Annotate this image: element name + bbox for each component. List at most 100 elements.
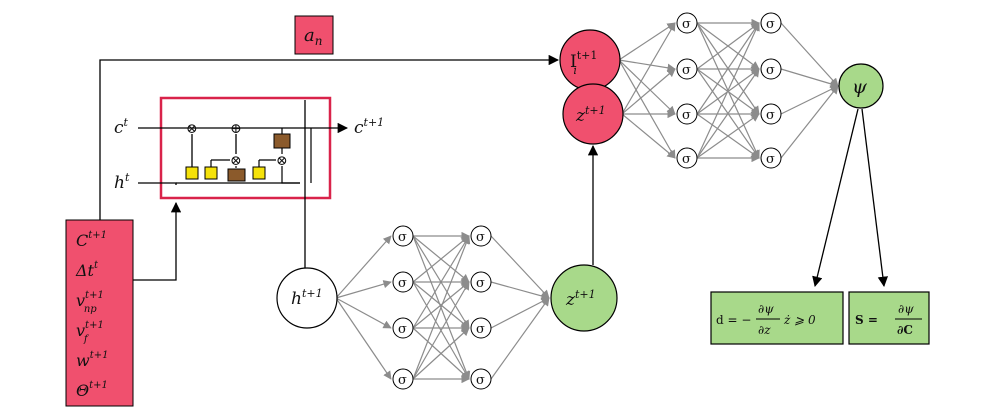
input-var-sup: t+1 <box>85 290 104 301</box>
sigma-node-t1-3 <box>676 147 698 169</box>
cell-tanh-box <box>273 133 291 149</box>
input-var-5: Θt+1 <box>76 380 108 400</box>
input-var-sup: t+1 <box>85 320 104 331</box>
output-mult-icon: ⊗ <box>276 153 288 169</box>
sigma-node-t2-2-label: σ <box>766 108 775 123</box>
sigma-node-b1-2 <box>392 317 414 339</box>
z-mid-node <box>550 264 618 332</box>
input-var-base: Δt <box>75 261 95 280</box>
z-top-node <box>562 83 624 145</box>
sigma-node-b2-1-label: σ <box>476 276 485 291</box>
sigma-node-b1-1-label: σ <box>398 276 407 291</box>
sigma-node-b2-3 <box>470 368 492 390</box>
edge-t1-to-t2 <box>696 113 760 159</box>
forget-mult-icon: ⊗ <box>186 121 198 137</box>
dissipation-eq-box <box>710 291 844 345</box>
edge-l2-to-z <box>490 297 550 380</box>
edge-t2-to-psi <box>780 85 839 159</box>
h-t1-node <box>276 267 338 329</box>
input-var-base: C <box>76 231 88 250</box>
output-gate-box <box>252 166 266 180</box>
psi-node <box>838 63 884 109</box>
edge-l2-to-z <box>490 235 550 299</box>
input-var-sup: t+1 <box>90 350 109 361</box>
psi-to-d-arrow <box>812 108 859 288</box>
edge-t2-to-psi <box>780 22 839 87</box>
sigma-node-t1-0 <box>676 12 698 34</box>
input-var-sup: t+1 <box>89 380 108 391</box>
lstm-cell-box <box>159 96 332 200</box>
sigma-node-t2-1 <box>760 58 782 80</box>
edge-in-to-t1 <box>618 59 676 115</box>
c-t1-label: ct+1 <box>354 116 384 138</box>
edge-l1-to-l2 <box>412 327 470 380</box>
edge-l1-to-l2 <box>412 235 470 329</box>
edge-t2-to-psi <box>780 68 839 88</box>
s-eq-lhs: S = <box>855 313 878 327</box>
edge-l2-to-z <box>490 297 550 329</box>
input-var-sup: t+1 <box>88 230 107 241</box>
a-n-label: an <box>304 25 322 48</box>
a-n-arrow <box>99 54 560 220</box>
sigma-node-t1-2-label: σ <box>682 108 691 123</box>
input-var-sub: np <box>84 304 97 315</box>
psi-to-s-arrow <box>861 108 889 288</box>
edge-in-to-t1 <box>618 22 676 61</box>
s-eq-den: ∂C <box>897 323 913 337</box>
sigma-node-b2-2-label: σ <box>476 322 485 337</box>
edge-l1-to-l2 <box>412 235 471 380</box>
inputs-to-cell-arrow <box>133 201 182 281</box>
sigma-node-b2-2 <box>470 317 492 339</box>
a-n-box <box>294 15 334 55</box>
edge-in-to-t1 <box>618 59 676 72</box>
h-out-wire <box>281 166 300 184</box>
h-input-line <box>138 182 177 185</box>
edge-t1-to-t2 <box>696 22 760 159</box>
sigma-node-t1-3-label: σ <box>682 152 691 167</box>
d-eq-rhs: ż ⩾ 0 <box>783 313 816 327</box>
sigma-node-t1-1-label: σ <box>682 63 691 78</box>
stress-eq-box <box>848 291 930 345</box>
edge-l1-to-l2 <box>412 281 470 329</box>
sigma-node-b1-0 <box>392 225 414 247</box>
input-var-base: v <box>76 291 85 310</box>
d-eq-num: ∂ψ <box>758 302 774 316</box>
sigma-node-t2-0-label: σ <box>766 17 775 32</box>
sigma-node-t2-3-label: σ <box>766 152 775 167</box>
d-eq-lhs: d = − <box>716 313 751 327</box>
input-var-1: Δtt <box>75 260 99 280</box>
sigma-node-b2-0-label: σ <box>476 230 485 245</box>
h-t-label: ht <box>114 171 130 193</box>
inputs-box <box>65 219 134 407</box>
sigma-node-b1-3-label: σ <box>398 373 407 388</box>
sigma-node-b2-3-label: σ <box>476 373 485 388</box>
sigma-node-t2-0 <box>760 12 782 34</box>
input-var-0: Ct+1 <box>76 230 107 250</box>
input-var-sub: f <box>83 334 90 345</box>
s-eq-num: ∂ψ <box>898 302 914 316</box>
input-var-sup: t <box>94 260 99 271</box>
edge-t1-to-t2 <box>696 22 760 70</box>
edge-l2-to-z <box>490 281 550 301</box>
input-var-base: Θ <box>76 381 89 400</box>
sigma-node-t1-0-label: σ <box>682 17 691 32</box>
d-eq-den: ∂z <box>758 323 771 337</box>
sigma-node-t1-2 <box>676 103 698 125</box>
sigma-node-b1-2-label: σ <box>398 322 407 337</box>
input-var-base: v <box>76 321 85 340</box>
input-var-base: w <box>76 351 90 370</box>
c-t-label: ct <box>114 116 129 138</box>
input-var-3: vt+1 f <box>76 320 104 345</box>
edge-t1-to-t2 <box>696 68 760 159</box>
tanh-box <box>227 168 246 182</box>
edge-h-to-l1 <box>335 297 392 380</box>
bottom-network-edges <box>335 231 550 384</box>
forget-gate-box <box>185 166 199 180</box>
sigma-node-t2-2 <box>760 103 782 125</box>
sigma-node-b2-0 <box>470 225 492 247</box>
